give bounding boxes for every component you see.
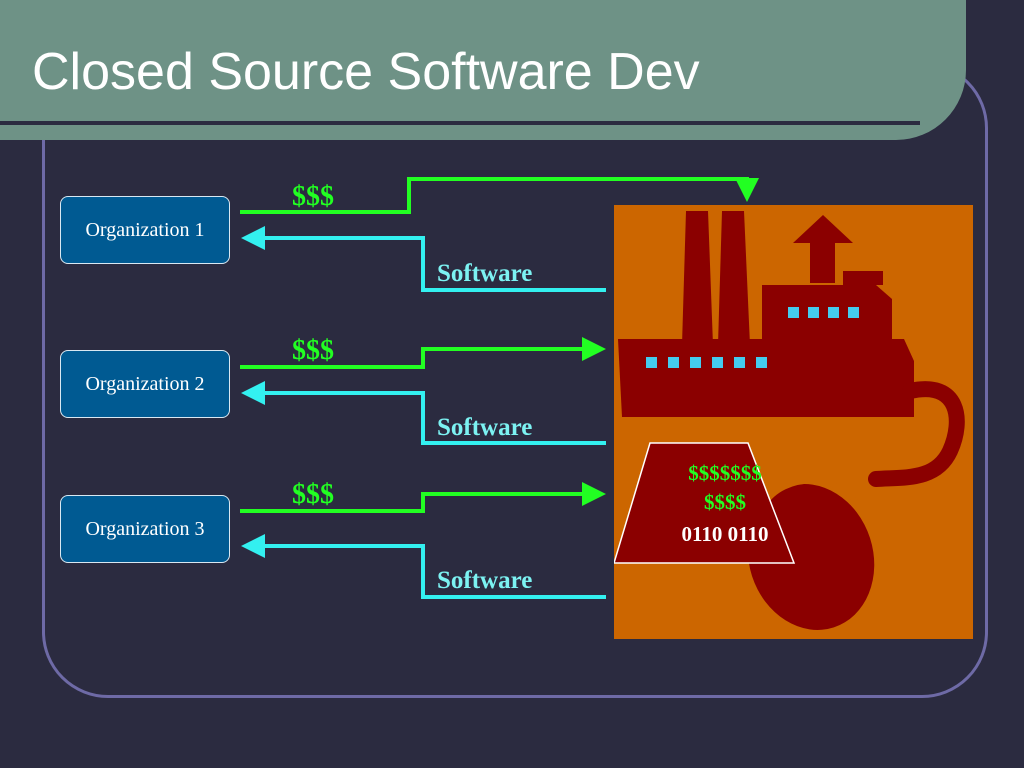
software-arrow-3 — [241, 534, 606, 599]
payment-arrow-2 — [240, 337, 606, 369]
slide-title: Closed Source Software Dev — [32, 43, 700, 101]
title-band — [0, 0, 966, 140]
software-label-1: Software — [437, 260, 533, 287]
organization-2-box: Organization 2 — [60, 350, 230, 418]
bucket-binary-line: 0110 0110 — [681, 522, 769, 546]
payment-label-1: $$$ — [292, 181, 334, 212]
payment-label-3: $$$ — [292, 479, 334, 510]
factory-illustration — [614, 211, 965, 630]
organization-3-box: Organization 3 — [60, 495, 230, 563]
payment-label-2: $$$ — [292, 335, 334, 366]
factory-icon — [618, 211, 914, 417]
factory-panel: $$$$$$$ $$$$ 0110 0110 — [614, 205, 973, 639]
software-label-3: Software — [437, 567, 533, 594]
software-arrow-1 — [241, 226, 606, 292]
code-bucket — [614, 442, 796, 564]
organization-1-box: Organization 1 — [60, 196, 230, 264]
payment-arrow-3 — [240, 482, 606, 513]
bucket-contents: $$$$$$$ $$$$ 0110 0110 — [614, 205, 973, 639]
computer-mouse-icon — [747, 381, 965, 630]
software-arrow-2 — [241, 381, 606, 445]
title-rule — [0, 121, 920, 125]
bucket-money-line-2: $$$$ — [704, 490, 746, 514]
software-label-2: Software — [437, 414, 533, 441]
bucket-money-line-1: $$$$$$$ — [688, 461, 762, 485]
payment-arrow-1 — [240, 177, 759, 214]
